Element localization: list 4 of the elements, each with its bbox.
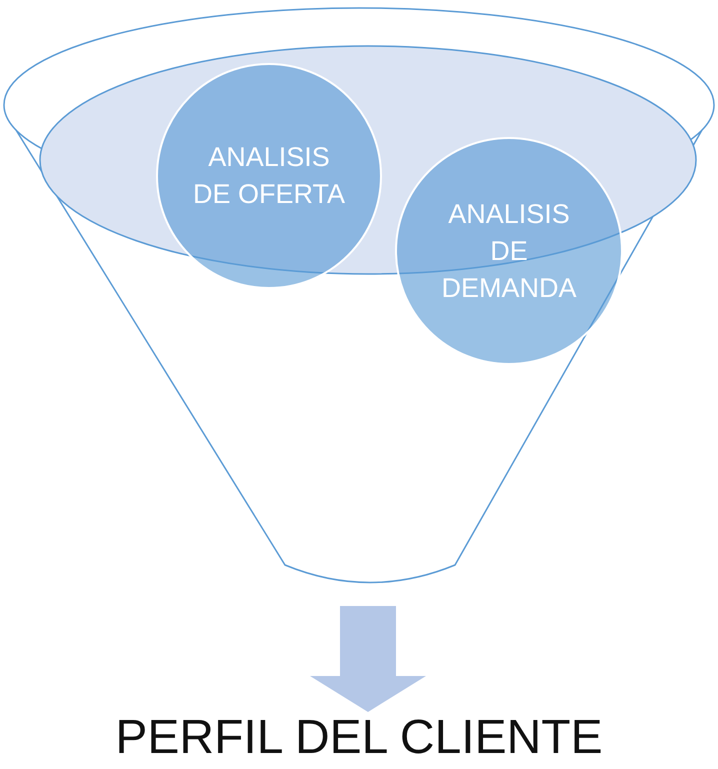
down-arrow (310, 606, 426, 712)
result-label: PERFIL DEL CLIENTE (114, 712, 604, 764)
circle-label: ANALISIS DE OFERTA (192, 141, 346, 211)
circle-label: ANALISIS DE DEMANDA (440, 198, 578, 304)
